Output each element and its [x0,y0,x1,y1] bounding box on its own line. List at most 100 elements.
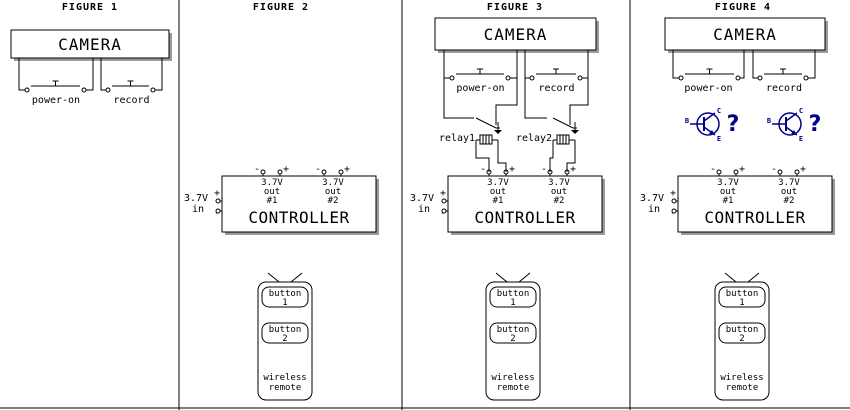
relay1-coil-wire [497,140,507,172]
plus-terminal [733,169,739,175]
camera-box [434,17,599,53]
button-text: button [726,325,759,335]
output-2-text: 3.7V [778,178,800,188]
power-on-label: power-on [32,95,80,106]
wire [100,58,108,91]
wire [806,50,816,79]
transistor-symbol: CBE? [685,107,739,143]
minus-sign: - [480,164,486,175]
transistor-symbol: CBE? [767,107,821,143]
emitter-letter: E [717,135,721,143]
minus-terminal [716,169,722,175]
figure-2-title: FIGURE 2 [253,2,309,13]
output-1-text: 3.7V [717,178,739,188]
box-outline [447,175,603,233]
antenna-line [747,272,760,283]
camera-box [664,17,828,53]
base-letter: B [767,117,771,125]
transistor-collector [703,112,716,122]
box-outline [677,175,833,233]
switch-terminal [529,75,535,81]
antenna-line [518,272,531,283]
input-terminal [671,208,677,214]
wire [580,50,589,79]
button-outline [489,286,537,308]
antenna-line [724,272,737,283]
minus-terminal [260,169,266,175]
power-on-switch: power-on [672,50,745,94]
emitter-arrow [791,130,797,135]
input-plus-sign: + [214,188,220,199]
wire [443,50,452,79]
button-outline [261,286,309,308]
output-2-text: 3.7V [322,178,344,188]
switch-terminal [505,75,511,81]
minus-terminal [777,169,783,175]
switch-terminal [449,75,455,81]
remote-caption: remote [497,383,530,393]
record-label: record [538,83,574,94]
camera-label: CAMERA [484,25,548,44]
output-1-text: out [264,187,280,197]
transistor-collector [785,112,798,122]
output-2-text: 3.7V [548,178,570,188]
relay-arrow [571,130,579,134]
output-2-text: out [781,187,797,197]
output-1-text: 3.7V [261,178,283,188]
controller-box [221,175,379,235]
button-text: button [726,289,759,299]
input-terminal [441,208,447,214]
input-voltage: 3.7V [184,193,208,204]
emitter-letter: E [799,135,803,143]
switch-terminal [803,75,809,81]
camera-box [10,29,172,61]
switch-terminal [150,87,156,93]
power-on-switch: power-on [18,58,94,106]
antenna-line [290,272,303,283]
relay2-wire [524,78,547,119]
remote-caption: wireless [491,373,534,383]
power-on-label: power-on [684,83,732,94]
plus-sign: + [509,164,515,175]
relay-2-label: relay2 [516,133,552,144]
relay-armature [475,117,497,129]
remote-caption: wireless [263,373,306,383]
button-number: 2 [510,334,515,344]
box-outline [10,29,170,59]
input-minus-sign: - [440,208,446,219]
relay1-coil-wire [475,140,490,172]
remote-caption: wireless [720,373,763,383]
relay1-wire [495,78,518,125]
output-1-text: #1 [723,196,734,206]
question-mark: ? [809,112,822,137]
plus-sign: + [344,164,350,175]
antenna-line [495,272,508,283]
output-2-text: out [551,187,567,197]
relay2-wire [569,78,589,125]
output-1-text: out [720,187,736,197]
input-voltage: 3.7V [640,193,664,204]
input-terminal [215,208,221,214]
relay1-wire [443,78,474,119]
plus-sign: + [570,164,576,175]
emitter-arrow [709,130,715,135]
button-text: button [497,325,530,335]
button-outline [261,322,309,344]
